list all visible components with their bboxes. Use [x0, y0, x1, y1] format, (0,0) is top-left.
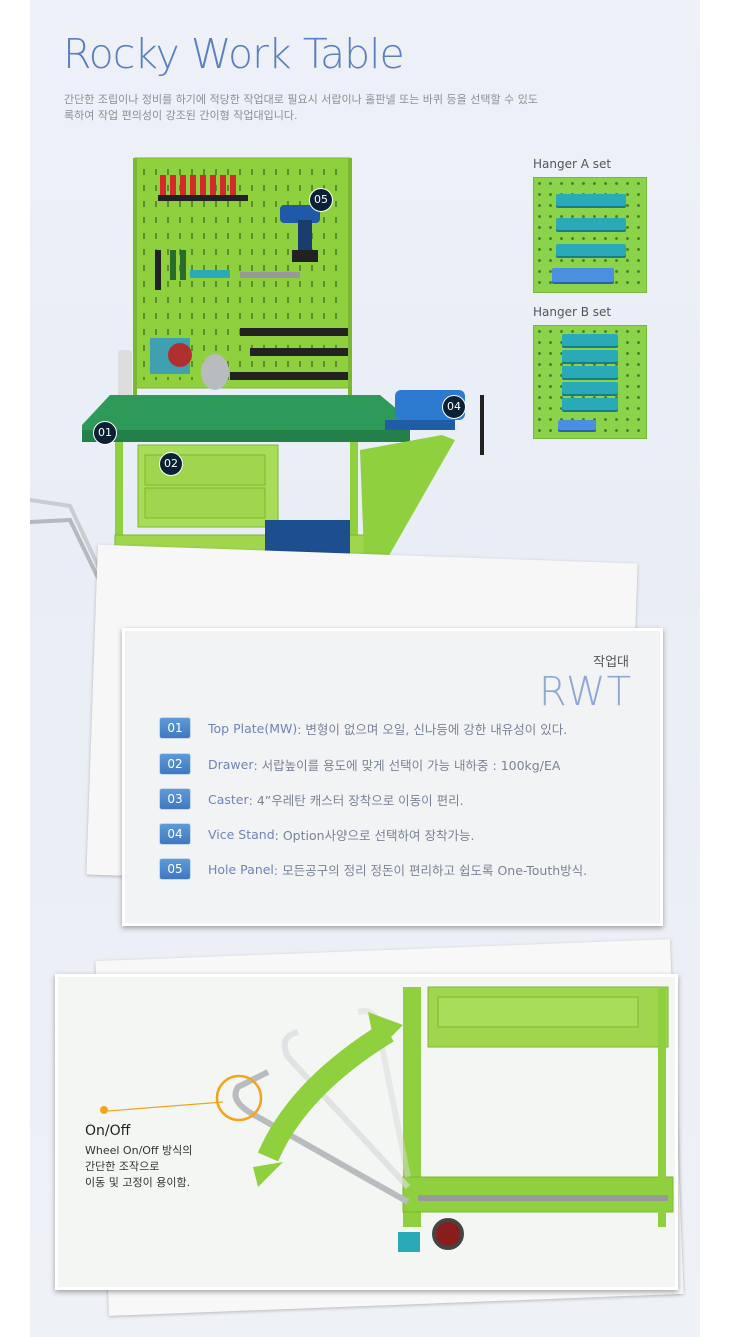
- onoff-detail-illustration: [58, 977, 675, 1287]
- product-model: RWT: [538, 669, 632, 715]
- callout-01: 01: [93, 421, 117, 445]
- feature-text: : Option사양으로 선택하여 장착가능.: [274, 827, 475, 843]
- feature-text: : 4”우레탄 캐스터 장착으로 이동이 편리.: [248, 792, 464, 808]
- hanger-a-image: [533, 177, 647, 293]
- feature-number: 05: [159, 858, 191, 880]
- feature-text: : 모든공구의 정리 정돈이 편리하고 쉽도록 One-Touth방식.: [273, 862, 588, 878]
- feature-row: 02 Drawer : 서랍높이를 용도에 맞게 선택이 가능 내하중 : 10…: [159, 753, 560, 775]
- onoff-description: Wheel On/Off 방식의 간단한 조작으로 이동 및 고정이 용이함.: [85, 1144, 193, 1189]
- product-category: 작업대: [593, 655, 629, 670]
- feature-name: Caster: [208, 791, 249, 807]
- hanger-a-label: Hanger A set: [533, 157, 612, 171]
- page-description: 간단한 조립이나 정비를 하기에 적당한 작업대로 필요시 서랍이나 홀판넬 또…: [64, 93, 538, 122]
- feature-number: 04: [159, 823, 191, 845]
- detail-card: [55, 974, 678, 1290]
- hanger-b-label: Hanger B set: [533, 305, 612, 319]
- onoff-marker: [100, 1106, 108, 1114]
- page-title: Rocky Work Table: [63, 30, 405, 78]
- feature-name: Top Plate(MW): [208, 720, 298, 736]
- feature-name: Hole Panel: [208, 861, 274, 877]
- feature-row: 05 Hole Panel : 모든공구의 정리 정돈이 편리하고 쉽도록 On…: [159, 858, 587, 880]
- hanger-b-image: [533, 325, 647, 439]
- feature-number: 03: [159, 788, 191, 810]
- feature-row: 04 Vice Stand : Option사양으로 선택하여 장착가능.: [159, 823, 474, 845]
- feature-number: 02: [159, 753, 191, 775]
- callout-02: 02: [159, 452, 183, 476]
- feature-text: : 변형이 없으며 오일, 신나등에 강한 내유성이 있다.: [297, 721, 568, 737]
- spec-card: 작업대 RWT 01 Top Plate(MW) : 변형이 없으며 오일, 신…: [122, 628, 663, 926]
- feature-name: Vice Stand: [208, 826, 275, 842]
- callout-04: 04: [442, 395, 466, 419]
- feature-row: 03 Caster : 4”우레탄 캐스터 장착으로 이동이 편리.: [159, 788, 464, 810]
- page: Rocky Work Table 간단한 조립이나 정비를 하기에 적당한 작업…: [30, 0, 700, 1337]
- feature-row: 01 Top Plate(MW) : 변형이 없으며 오일, 신나등에 강한 내…: [159, 717, 567, 739]
- feature-number: 01: [159, 717, 191, 739]
- feature-text: : 서랍높이를 용도에 맞게 선택이 가능 내하중 : 100kg/EA: [253, 757, 561, 773]
- callout-05: 05: [309, 188, 333, 212]
- feature-name: Drawer: [208, 756, 254, 772]
- onoff-title: On/Off: [85, 1123, 131, 1139]
